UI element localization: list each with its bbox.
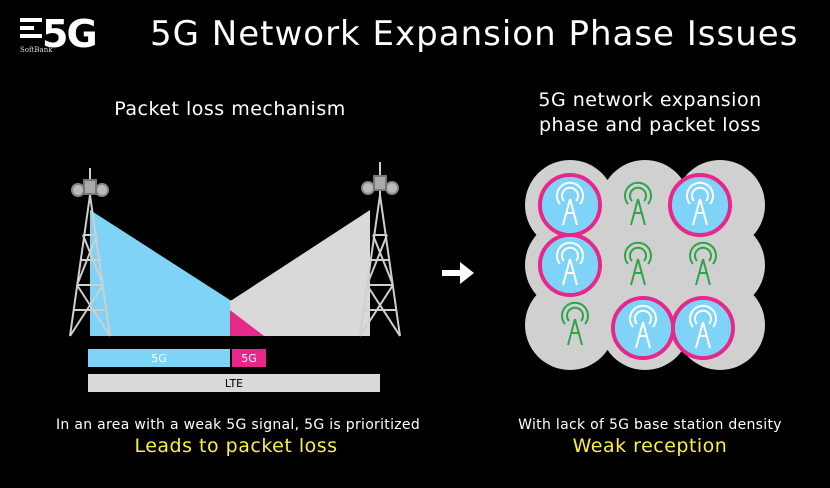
lte-tower-icons [561, 181, 717, 346]
lte-bar-label: LTE [225, 377, 243, 390]
page-title: 5G Network Expansion Phase Issues [150, 14, 799, 54]
logo-5g-text: 5G [42, 12, 98, 56]
fiveg-loss-bar-label: 5G [241, 352, 257, 365]
fiveg-bar [88, 349, 230, 367]
left-caption: In an area with a weak 5G signal, 5G is … [56, 417, 421, 433]
fiveg-tower-icons [556, 181, 717, 349]
fiveg-loss-bar [232, 349, 266, 367]
packet-loss-zone [230, 310, 264, 336]
logo-bars-icon [20, 18, 46, 42]
base-station-grid-diagram [525, 160, 765, 370]
right-heading: 5G network expansion phase and packet lo… [505, 88, 795, 138]
softbank-5g-logo: 5G SoftBank [20, 12, 120, 58]
right-heading-line1: 5G network expansion [538, 89, 762, 111]
lte-bar [88, 374, 380, 392]
fiveg-coverage-area [90, 210, 230, 336]
fiveg-bar-label: 5G [151, 352, 167, 365]
left-heading: Packet loss mechanism [114, 98, 346, 120]
right-result: Weak reception [572, 435, 728, 457]
left-tower-icon [69, 168, 111, 337]
packet-loss-diagram: 5G 5G LTE [69, 162, 401, 392]
logo-brand-text: SoftBank [20, 46, 53, 54]
lte-coverage-area [90, 210, 370, 336]
right-tower-icon [359, 162, 401, 337]
right-arrow-icon [442, 262, 474, 284]
fiveg-cell-fills [542, 177, 731, 356]
right-caption: With lack of 5G base station density [518, 417, 782, 433]
left-result: Leads to packet loss [134, 435, 338, 457]
right-heading-line2: phase and packet loss [538, 114, 761, 136]
